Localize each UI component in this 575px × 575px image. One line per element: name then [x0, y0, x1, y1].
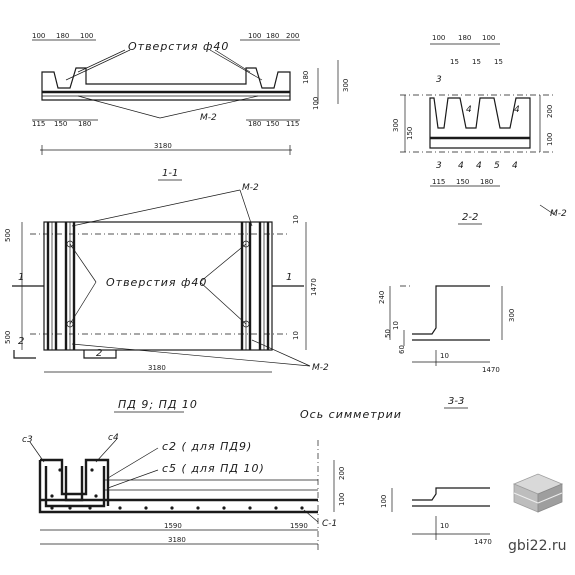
- section-label-3-3: 3-3: [448, 396, 464, 407]
- dim-rebar-100: 100: [338, 493, 346, 506]
- dim-rebar-1590a: 1590: [164, 522, 182, 530]
- dim-plan-500a: 500: [4, 229, 12, 242]
- dim-plan-500b: 500: [4, 331, 12, 344]
- dim-plan-10a: 10: [292, 215, 300, 224]
- holes-label-plan: Отверстия ф40: [106, 276, 207, 289]
- label-c5: с5 ( для ПД 10): [162, 462, 265, 475]
- dim-plan-3180: 3180: [148, 364, 166, 372]
- dim-top-180b: 180: [266, 32, 279, 40]
- dim-22-100b: 100: [482, 34, 495, 42]
- dim-bot-180b: 180: [248, 120, 261, 128]
- mark-4-bot-a: 4: [458, 161, 464, 171]
- mark-4-mid-b: 4: [514, 105, 520, 115]
- dim-33-300: 300: [508, 309, 516, 322]
- cut-1-right: 1: [286, 272, 292, 283]
- dim-plan-1470: 1470: [310, 278, 318, 296]
- dim-22-150b: 150: [456, 178, 469, 186]
- label-c4: с4: [108, 433, 119, 443]
- view-reinforcement: с3 с4 с2 ( для ПД9) с5 ( для ПД 10) С-1 …: [22, 433, 346, 552]
- dim-33-10b: 10: [440, 352, 449, 360]
- label-c1: С-1: [322, 519, 337, 529]
- label-c2: с2 ( для ПД9): [162, 440, 252, 453]
- section-label-1-1: 1-1: [162, 168, 178, 179]
- dim-detail-10: 10: [440, 522, 449, 530]
- watermark-logo: [512, 473, 564, 513]
- mark-3-bot: 3: [436, 161, 442, 171]
- dim-right-180: 180: [302, 71, 310, 84]
- dim-33-10: 10: [392, 321, 400, 330]
- holes-label-top: Отверстия ф40: [128, 40, 229, 53]
- dim-detail-100: 100: [380, 495, 388, 508]
- dim-33-1470: 1470: [482, 366, 500, 374]
- view-detail-bottom-right: 100 10 1470: [380, 487, 492, 546]
- mark-4-mid-a: 4: [466, 105, 472, 115]
- dim-top-180a: 180: [56, 32, 69, 40]
- product-label: ПД 9; ПД 10: [118, 398, 198, 411]
- m2-label-22: М-2: [550, 209, 567, 219]
- mark-4-bot-c: 4: [512, 161, 518, 171]
- m2-label-plan-bot: М-2: [312, 363, 329, 373]
- dim-33-50: 50: [384, 329, 392, 338]
- dim-bot-150a: 150: [54, 120, 67, 128]
- dim-bot-150b: 150: [266, 120, 279, 128]
- bar-dots: [50, 468, 304, 510]
- mark-5-bot: 5: [494, 161, 500, 171]
- dim-detail-1470: 1470: [474, 538, 492, 546]
- view-plan: Отверстия ф40 М-2 М-2 1 1 2 2 500 500 10…: [4, 183, 329, 373]
- dim-rebar-200: 200: [338, 467, 346, 480]
- dim-22-180: 180: [458, 34, 471, 42]
- dim-22-180b: 180: [480, 178, 493, 186]
- view-section-2-2: 100 180 100 15 15 15 300 150 200 100 3 4…: [392, 34, 567, 225]
- view-section-3-3: 240 50 10 60 300 10 1470 3-3: [378, 285, 516, 409]
- dim-22-100c: 100: [546, 133, 554, 146]
- cut-2-mid: 2: [96, 348, 102, 359]
- axis-of-symmetry-label: Ось симметрии: [300, 408, 402, 421]
- mark-3-top: 3: [436, 75, 442, 85]
- dim-22-100a: 100: [432, 34, 445, 42]
- dim-22-15b: 15: [472, 58, 481, 66]
- dim-bot-115b: 115: [286, 120, 299, 128]
- m2-label-top: М-2: [200, 113, 217, 123]
- dim-22-15c: 15: [494, 58, 503, 66]
- dim-plan-10b: 10: [292, 331, 300, 340]
- cut-2-left: 2: [18, 336, 24, 347]
- label-c3: с3: [22, 435, 33, 445]
- dim-length-3180-top: 3180: [154, 142, 172, 150]
- view-section-1-1: Отверстия ф40 М-2 100 180 100 100 180 20…: [32, 32, 350, 181]
- dim-top-100b: 100: [80, 32, 93, 40]
- dim-top-200: 200: [286, 32, 299, 40]
- mark-4-bot-b: 4: [476, 161, 482, 171]
- section-label-2-2: 2-2: [462, 212, 478, 223]
- dim-22-200: 200: [546, 105, 554, 118]
- dim-right-100: 100: [312, 97, 320, 110]
- dim-rebar-3180: 3180: [168, 536, 186, 544]
- cut-1-left: 1: [18, 272, 24, 283]
- dim-top-100a: 100: [32, 32, 45, 40]
- dim-rebar-1590b: 1590: [290, 522, 308, 530]
- dim-33-60: 60: [398, 345, 406, 354]
- dim-right-300: 300: [342, 79, 350, 92]
- m2-label-plan-top: М-2: [242, 183, 259, 193]
- dim-33-240: 240: [378, 291, 386, 304]
- dim-22-150: 150: [406, 127, 414, 140]
- dim-top-100c: 100: [248, 32, 261, 40]
- dim-22-300: 300: [392, 119, 400, 132]
- dim-bot-180a: 180: [78, 120, 91, 128]
- dim-bot-115a: 115: [32, 120, 45, 128]
- dim-22-15a: 15: [450, 58, 459, 66]
- watermark-text: gbi22.ru: [508, 538, 567, 554]
- dim-22-115: 115: [432, 178, 445, 186]
